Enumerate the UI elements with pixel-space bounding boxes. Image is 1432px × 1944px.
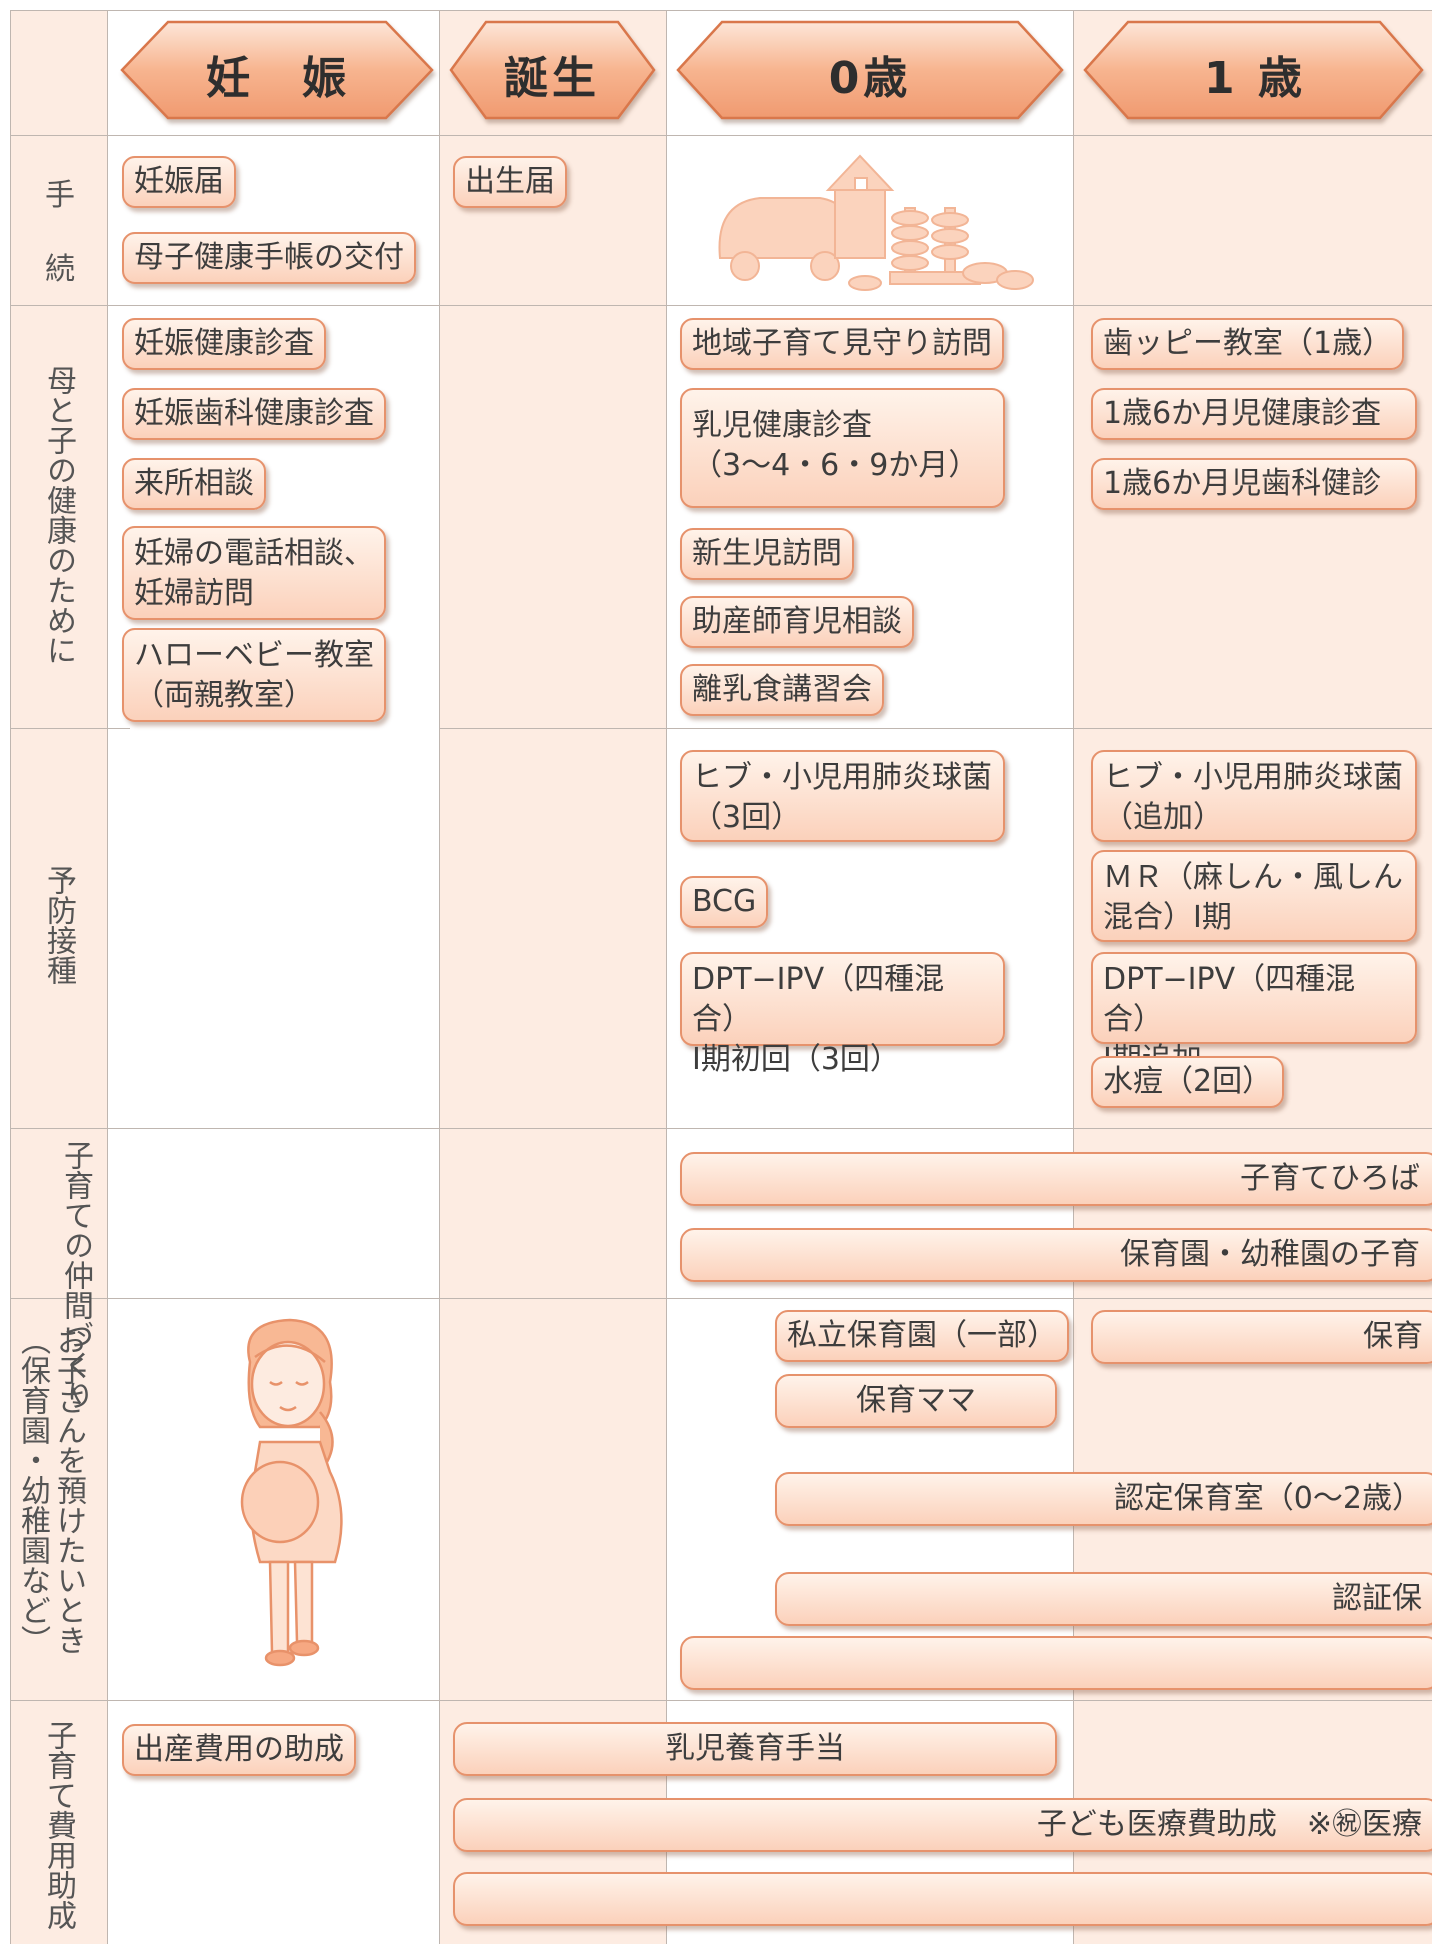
row-label-azuke: お子さんを預けたいとき（保育園・幼稚園など）	[15, 1325, 86, 1655]
header-age1: 1 歳	[1204, 53, 1306, 104]
toy-illustration	[718, 154, 1034, 291]
pill-dpt-age0: DPT−IPV（四種混合） Ⅰ期初回（3回）	[680, 952, 1005, 1077]
header-corner	[10, 10, 107, 135]
header-arrow-ninshin	[120, 20, 434, 120]
pill-mr: ＭＲ（麻しん・風しん 混合）Ⅰ期	[1091, 850, 1417, 942]
bar-kosodate-hiroba: 子育てひろば	[680, 1152, 1432, 1206]
header-ninshin: 妊 娠	[206, 53, 350, 104]
row-label-boshi: 母と子の健康のために	[41, 365, 76, 665]
pill-raisho-sodan: 来所相談	[122, 458, 266, 510]
pill-18m-shika: 1歳6か月児歯科健診	[1091, 458, 1417, 510]
bar-hiyo-empty	[453, 1872, 1432, 1926]
pill-shussan-josei: 出産費用の助成	[122, 1724, 356, 1776]
header-arrow-age0	[676, 20, 1064, 120]
pill-boshi-techo: 母子健康手帳の交付	[122, 232, 416, 284]
bar-nintei-hoikushitsu: 認定保育室（0〜2歳）	[775, 1472, 1432, 1526]
pill-ninshin-todoke: 妊娠届	[122, 156, 236, 208]
pill-hib-age0: ヒブ・小児用肺炎球菌 （3回）	[680, 750, 1005, 842]
pill-nyuji-kenshin: 乳児健康診査 （3〜4・6・9か月）	[680, 388, 1005, 508]
pill-shiritsu-hoikuen: 私立保育園（一部）	[775, 1310, 1069, 1362]
pill-happy-kyoshitsu: 歯ッピー教室（1歳）	[1091, 318, 1405, 370]
pregnant-woman-illustration	[240, 1318, 343, 1667]
bar-azuke-empty	[680, 1636, 1432, 1690]
pill-mimamori: 地域子育て見守り訪問	[680, 318, 1004, 370]
bar-nyuji-yoiku: 乳児養育手当	[453, 1722, 1057, 1776]
bar-hoiku-mama: 保育ママ	[775, 1374, 1057, 1428]
row-label-yobo: 予防接種	[41, 865, 76, 985]
pill-dpt-age1: DPT−IPV（四種混合） Ⅰ期追加	[1091, 952, 1417, 1077]
header-tanjo: 誕生	[504, 53, 600, 104]
pill-shinseiji: 新生児訪問	[680, 528, 854, 580]
label-column	[10, 135, 107, 1944]
tanjo-column	[439, 10, 666, 1944]
bar-hoikuen-kosodate: 保育園・幼稚園の子育	[680, 1228, 1432, 1282]
pill-ninshin-kenshin: 妊娠健康診査	[122, 318, 326, 370]
pill-denwa-sodan: 妊婦の電話相談、 妊婦訪問	[122, 526, 386, 620]
pill-rinyushoku: 離乳食講習会	[680, 664, 884, 716]
row-label-tetsuzuki: 手 続	[45, 178, 75, 287]
header-arrows	[120, 20, 1424, 120]
row-label-hiyo: 子育て費用助成	[41, 1720, 76, 1930]
header-arrow-tanjo	[449, 20, 656, 120]
row-label-nakama: 子育ての仲間づくり	[58, 1140, 93, 1410]
pill-suito: 水痘（2回）	[1091, 1056, 1285, 1108]
header-arrow-age1	[1083, 20, 1424, 120]
bar-ninsho: 認証保	[775, 1572, 1432, 1626]
pill-hello-baby: ハローベビー教室 （両親教室）	[122, 628, 386, 722]
bar-hoiku: 保育	[1091, 1310, 1432, 1364]
pill-18m-kenshin: 1歳6か月児健康診査	[1091, 388, 1417, 440]
pill-bcg: BCG	[680, 876, 769, 928]
pill-shussei-todoke: 出生届	[453, 156, 567, 208]
bar-iryohi-josei: 子ども医療費助成 ※㊗医療	[453, 1798, 1432, 1852]
pill-josanshi: 助産師育児相談	[680, 596, 914, 648]
pill-hib-age1: ヒブ・小児用肺炎球菌 （追加）	[1091, 750, 1417, 842]
header-age0: 0歳	[828, 53, 912, 104]
pill-ninshin-shika: 妊娠歯科健康診査	[122, 388, 386, 440]
